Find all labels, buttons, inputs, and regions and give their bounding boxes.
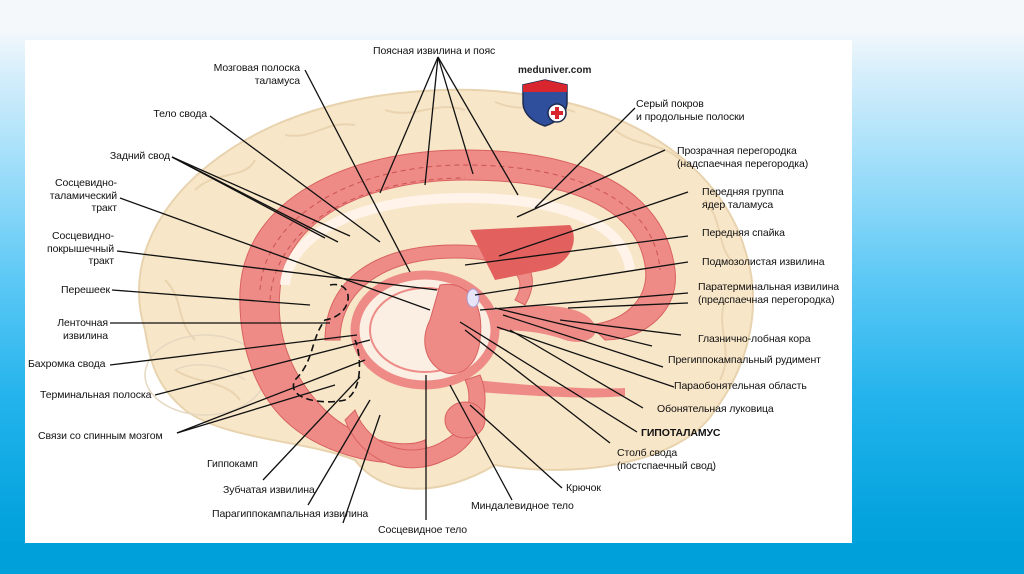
slide-bottom-band <box>0 543 1024 574</box>
label-dentate-gyrus: Зубчатая извилина <box>223 484 315 496</box>
label-mammillothalamic-tract: Сосцевидно- таламический тракт <box>49 177 117 214</box>
label-stria-medullaris: Мозговая полоска таламуса <box>213 62 301 87</box>
diagram-panel: meduniver.com Поясная извилина и пояс Мо… <box>25 40 852 543</box>
label-olfactory-bulb: Обонятельная луковица <box>657 403 774 415</box>
label-septum-pellucidum: Прозрачная перегородка (надспаечная пере… <box>677 145 809 170</box>
subcallosal-gyrus <box>495 305 596 342</box>
label-prehippocampal-rudiment: Прегиппокампальный рудимент <box>668 354 821 366</box>
limbic-system-illustration <box>109 56 755 524</box>
anterior-commissure-mark <box>466 288 480 308</box>
septum-pellucidum <box>470 225 574 280</box>
fornix <box>324 244 533 341</box>
spinal-connections-dashed <box>292 283 361 403</box>
label-fimbria: Бахромка свода <box>28 358 106 370</box>
label-anterior-thalamic-nuclei: Передняя группа ядер таламуса <box>702 186 784 211</box>
label-hypothalamus: ГИПОТАЛАМУС <box>641 427 721 439</box>
label-column-of-fornix: Столб свода (постспаечный свод) <box>617 447 716 472</box>
label-mammillotegmental-tract: Сосцевидно- покрышечный тракт <box>46 230 114 267</box>
label-amygdala: Миндалевидное тело <box>471 500 574 512</box>
leader-lines <box>109 56 689 524</box>
watermark-text: meduniver.com <box>518 65 592 76</box>
label-parahippocampal-gyrus: Парагиппокампальная извилина <box>212 508 369 520</box>
label-stria-terminalis: Терминальная полоска <box>40 389 152 401</box>
label-paraolfactory-area: Параобонятельная область <box>674 380 807 392</box>
label-orbitofrontal-cortex: Глазнично-лобная кора <box>698 333 811 345</box>
cingulum-bundle <box>259 164 661 301</box>
olfactory-tract <box>475 380 625 398</box>
label-subcallosal-gyrus: Подмозолистая извилина <box>702 256 825 268</box>
label-mammillary-body: Сосцевидное тело <box>378 524 468 536</box>
amygdala <box>444 401 486 439</box>
label-body-of-fornix: Тело свода <box>153 108 207 120</box>
label-paraterminal-gyrus: Паратерминальная извилина (предспаечная … <box>698 281 840 306</box>
label-fasciolar-gyrus: Ленточная извилина <box>57 317 108 342</box>
label-anterior-commissure: Передняя спайка <box>702 227 785 239</box>
label-indusium-griseum: Серый покров и продольные полоски <box>636 98 745 123</box>
parahippocampal-gyrus <box>344 374 486 469</box>
meduniver-logo <box>522 79 568 127</box>
label-cingulate-gyrus: Поясная извилина и пояс <box>373 45 496 57</box>
label-hippocampus: Гиппокамп <box>207 458 258 470</box>
label-posterior-fornix: Задний свод <box>109 150 170 162</box>
label-spinal-connections: Связи со спинным мозгом <box>38 430 163 442</box>
label-isthmus: Перешеек <box>61 284 110 296</box>
label-uncus: Крючок <box>566 482 601 494</box>
